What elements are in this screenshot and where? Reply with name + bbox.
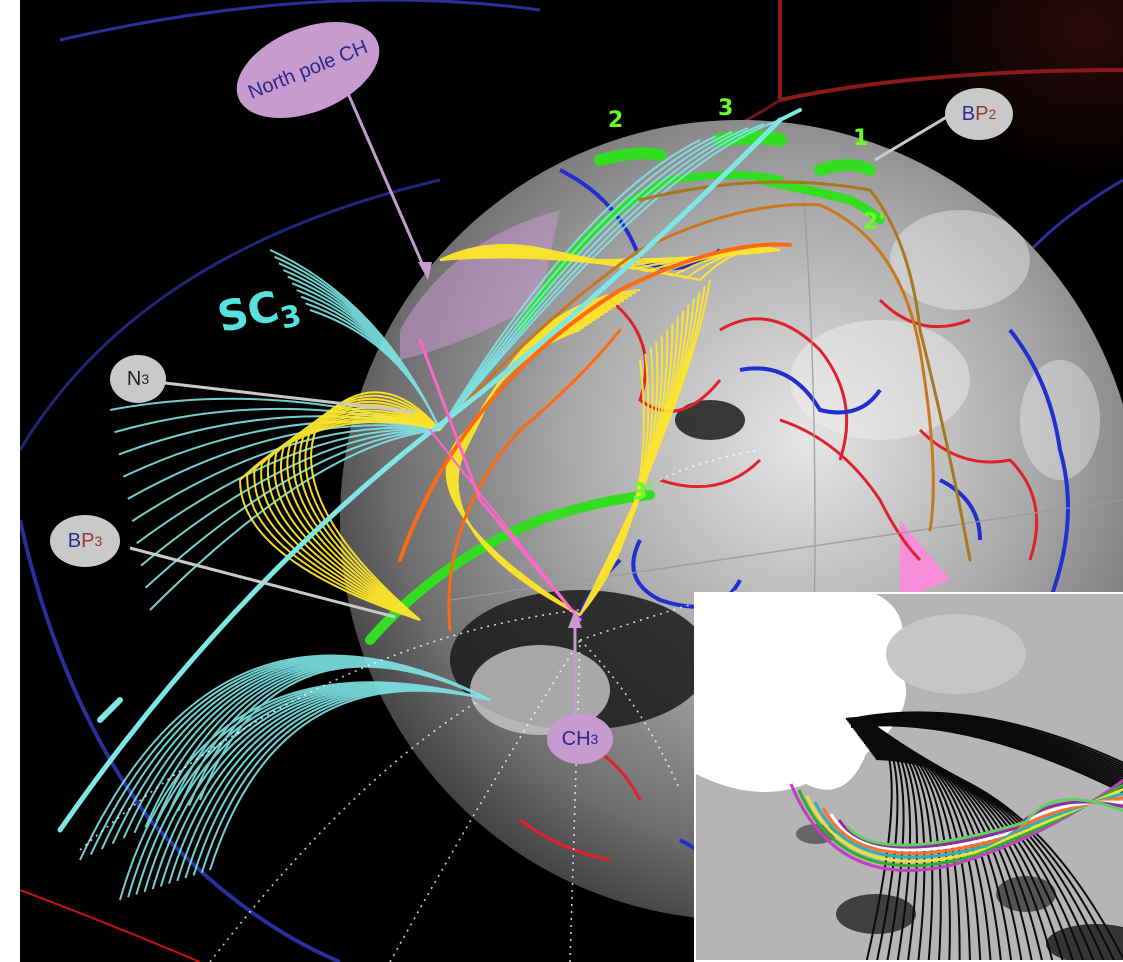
ch3-subscript: 3 (590, 731, 599, 747)
bp3-subscript: 3 (94, 533, 103, 549)
field-line-scene (20, 0, 1123, 962)
separatrix-lines (57, 108, 802, 833)
highlight-lines (398, 180, 972, 632)
bp3-p: P (81, 529, 95, 552)
marker-2: 2 (608, 108, 624, 133)
marker-3-prime: 3' (632, 480, 655, 505)
inset-field-lines (696, 594, 1123, 960)
n3-subscript: 3 (141, 371, 150, 387)
inset-bright-region (696, 594, 906, 792)
bp2-b: B (961, 102, 976, 125)
marker-2-prime: 2' (863, 210, 886, 235)
bp2-subscript: 2 (988, 106, 997, 122)
coordinate-shells (20, 0, 1123, 962)
cyan-field-lines (79, 119, 781, 901)
bp3-b: B (67, 529, 82, 552)
marker-3: 3 (718, 96, 734, 121)
ch3-text: CH (561, 727, 591, 750)
inset-magnetogram (694, 592, 1123, 962)
guide-lines (79, 449, 761, 962)
bp2-p: P (975, 102, 989, 125)
n3-text: N (126, 367, 142, 390)
marker-1: 1 (853, 126, 869, 151)
